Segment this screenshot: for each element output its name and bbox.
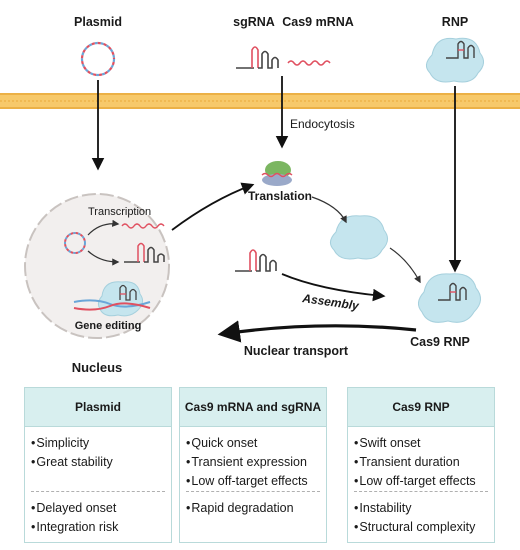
list-item: Quick onset bbox=[186, 434, 326, 453]
rnp-icon bbox=[426, 37, 484, 83]
box-title: Cas9 mRNA and sgRNA bbox=[180, 388, 326, 427]
cytoplasm-sgrna-icon bbox=[235, 249, 277, 272]
disadvantages-list: Instability Structural complexity bbox=[348, 492, 494, 537]
rnp-comparison-box: Cas9 RNP Swift onset Transient duration … bbox=[347, 387, 495, 543]
sgrna-label: sgRNA bbox=[233, 15, 275, 29]
advantages-list: Swift onset Transient duration Low off-t… bbox=[348, 427, 494, 491]
sgrna-icon bbox=[236, 46, 279, 69]
plasmid-icon bbox=[80, 41, 116, 77]
translation-label: Translation bbox=[248, 189, 312, 203]
transcription-label: Transcription bbox=[88, 206, 151, 218]
list-item: Integration risk bbox=[31, 518, 171, 537]
nucleus-label: Nucleus bbox=[72, 360, 123, 375]
protein-to-rnp-arrow bbox=[389, 247, 421, 284]
nuclear-plasmid-icon bbox=[64, 232, 86, 254]
cas9-mrna-icon bbox=[287, 60, 331, 66]
list-item: Instability bbox=[354, 499, 494, 518]
cell-membrane bbox=[0, 93, 520, 109]
plasmid-comparison-box: Plasmid Simplicity Great stability Delay… bbox=[24, 387, 172, 543]
list-item: Transient expression bbox=[186, 453, 326, 472]
list-item: Transient duration bbox=[354, 453, 494, 472]
cas9-mrna-label: Cas9 mRNA bbox=[282, 15, 354, 29]
gene-editing-label: Gene editing bbox=[75, 320, 142, 332]
plasmid-label: Plasmid bbox=[74, 15, 122, 29]
list-item: Simplicity bbox=[31, 434, 171, 453]
list-item: Structural complexity bbox=[354, 518, 494, 537]
divider bbox=[186, 491, 320, 492]
nuclear-sgrna-icon bbox=[124, 242, 165, 263]
cas9-rnp-icon bbox=[418, 273, 481, 323]
disadvantages-list: Delayed onset Integration risk bbox=[25, 492, 171, 537]
rnp-label: RNP bbox=[442, 15, 468, 29]
list-item: Low off-target effects bbox=[186, 472, 326, 491]
box-title: Cas9 RNP bbox=[348, 388, 494, 427]
disadvantages-list: Rapid degradation bbox=[180, 492, 326, 518]
cas9-rnp-label: Cas9 RNP bbox=[410, 335, 470, 349]
endocytosis-label: Endocytosis bbox=[290, 117, 355, 131]
transcription-arrow-upper bbox=[87, 219, 120, 236]
list-item: Rapid degradation bbox=[186, 499, 326, 518]
export-arrow bbox=[171, 182, 255, 231]
advantages-list: Simplicity Great stability bbox=[25, 427, 171, 491]
cas9-protein-icon bbox=[330, 215, 388, 260]
nuclear-transport-arrow bbox=[217, 320, 417, 343]
assembly-arrow bbox=[281, 273, 386, 302]
translation-to-protein-arrow bbox=[311, 196, 347, 224]
box-title: Plasmid bbox=[25, 388, 171, 427]
list-item: Great stability bbox=[31, 453, 171, 472]
gene-editing-icon bbox=[73, 281, 151, 317]
transcription-arrow-lower bbox=[87, 250, 120, 266]
divider bbox=[31, 491, 165, 492]
mrna-sgrna-comparison-box: Cas9 mRNA and sgRNA Quick onset Transien… bbox=[179, 387, 327, 543]
ribosome-icon bbox=[261, 161, 293, 186]
nuclear-transport-label: Nuclear transport bbox=[244, 344, 349, 358]
list-item: Swift onset bbox=[354, 434, 494, 453]
assembly-label: Assembly bbox=[301, 291, 361, 313]
delivery-diagram: Plasmid sgRNA Cas9 mRNA RNP Endocytosis … bbox=[0, 15, 520, 375]
advantages-list: Quick onset Transient expression Low off… bbox=[180, 427, 326, 491]
list-item: Delayed onset bbox=[31, 499, 171, 518]
list-item: Low off-target effects bbox=[354, 472, 494, 491]
divider bbox=[354, 491, 488, 492]
nuclear-mrna-icon bbox=[121, 223, 165, 229]
